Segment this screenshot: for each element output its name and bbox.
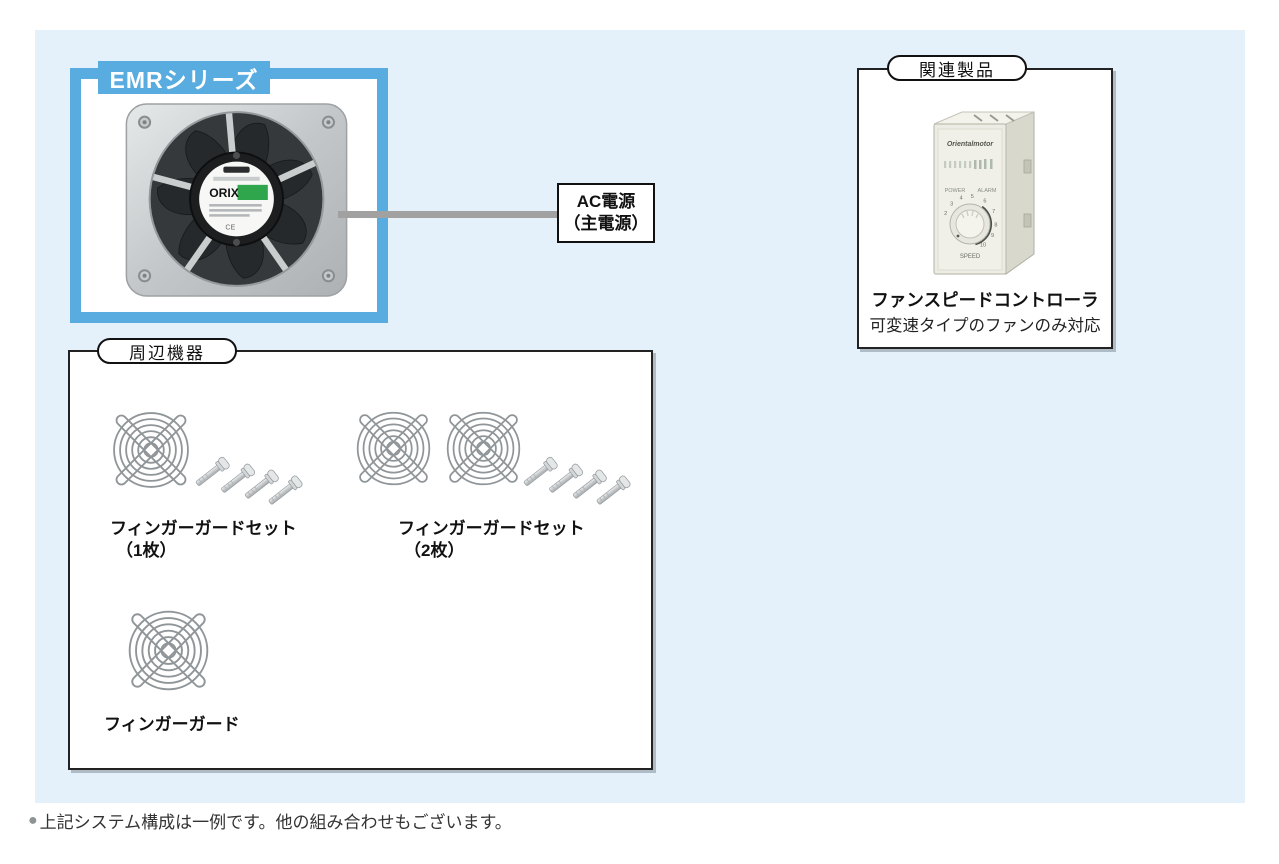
related-product-note: 可変速タイプのファンのみ対応 [869, 317, 1101, 335]
peripherals-box [68, 350, 653, 770]
footnote: ● 上記システム構成は一例です。他の組み合わせもございます。 [28, 808, 512, 833]
controller-alarm-label: ALARM [978, 188, 997, 194]
fan-illustration: ORIX CE [112, 100, 360, 300]
controller-speed-label: SPEED [960, 254, 981, 260]
footnote-text: 上記システム構成は一例です。他の組み合わせもございます。 [39, 813, 512, 832]
orix-logo-text: ORIX [209, 186, 239, 200]
peripheral-item-label: フィンガーガードセット （2枚） [398, 519, 585, 561]
fan-hub-label: ORIX CE [189, 151, 284, 247]
related-product-name: ファンスピードコントローラ [871, 290, 1099, 310]
ac-power-line2: （主電源） [563, 214, 649, 233]
footnote-bullet-icon: ● [28, 811, 38, 829]
mounting-screws-illustration [192, 440, 309, 512]
peripherals-title: 周辺機器 [97, 338, 237, 364]
svg-text:3: 3 [950, 202, 953, 208]
fan-svg: ORIX CE [125, 103, 348, 297]
ac-power-box: AC電源 （主電源） [557, 183, 655, 243]
emr-series-label: EMRシリーズ [98, 61, 270, 94]
ac-power-line1: AC電源 [576, 191, 636, 211]
svg-text:6: 6 [983, 199, 986, 205]
controller-level-bars [944, 159, 993, 169]
controller-brand-text: Orientalmotor [947, 141, 995, 148]
svg-text:10: 10 [980, 243, 986, 249]
peripheral-item-label: フィンガーガードセット （1枚） [110, 519, 297, 561]
peripheral-item-label: フィンガーガード [104, 715, 240, 734]
finger-guard-illustration [346, 389, 441, 508]
speed-controller-svg: Orientalmotor POWER ALARM [933, 111, 1035, 275]
svg-text:7: 7 [992, 209, 995, 215]
controller-dial-numbers: 2 3 4 5 6 7 8 9 10 [944, 194, 997, 248]
svg-text:2: 2 [944, 211, 947, 217]
controller-speed-dial: 2 3 4 5 6 7 8 9 10 SPEED [944, 194, 997, 260]
speed-controller-illustration: Orientalmotor POWER ALARM [928, 102, 1046, 284]
mounting-screws-illustration [520, 440, 637, 512]
finger-guard-illustration [436, 389, 531, 508]
related-products-title: 関連製品 [887, 55, 1027, 81]
ce-mark-text: CE [225, 224, 235, 231]
finger-guard-illustration [117, 591, 220, 710]
power-connection-line [338, 211, 559, 218]
fan-mount-holes [138, 115, 335, 283]
svg-text:8: 8 [994, 222, 997, 228]
svg-text:5: 5 [971, 194, 974, 200]
svg-text:9: 9 [991, 233, 994, 239]
finger-guard-illustration [102, 392, 200, 508]
svg-text:4: 4 [960, 196, 963, 202]
controller-power-label: POWER [945, 188, 966, 194]
